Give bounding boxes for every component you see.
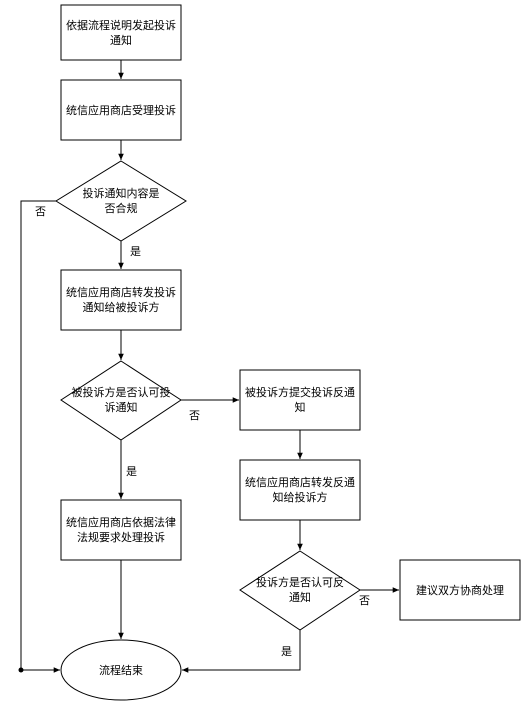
edge-label-compliant-yes: 是 (130, 245, 141, 258)
edge-label-respondent-yes: 是 (126, 465, 137, 478)
node-handle-by-law-label: 统信应用商店依据法律法规要求处理投诉 (66, 516, 176, 544)
decision-respondent-label: 被投诉方是否认可投诉通知 (71, 386, 171, 414)
box-negotiate (399, 559, 521, 621)
node-accept-label: 统信应用商店受理投诉 (66, 103, 176, 117)
node-end-label: 流程结束 (99, 663, 143, 677)
box-accept (60, 79, 182, 141)
decision-complainant-label: 投诉方是否认可反通知 (256, 576, 344, 604)
junction-dot (18, 667, 24, 673)
decision-compliant-label: 投诉通知内容是否合规 (82, 187, 160, 215)
edge-label-respondent-no: 否 (189, 409, 200, 422)
box-forward (60, 269, 182, 331)
node-counter-forward-label: 统信应用商店转发反通知给投诉方 (245, 476, 355, 504)
node-forward-label: 统信应用商店转发投诉通知给被投诉方 (66, 286, 176, 314)
edge-compliant-no (20, 200, 60, 673)
box-start (60, 4, 182, 61)
edge-complainant-yes (182, 630, 301, 673)
ellipse-end (60, 639, 182, 701)
edge-label-complainant-no: 否 (359, 594, 370, 607)
edge-label-complainant-yes: 是 (281, 645, 292, 658)
node-negotiate-label: 建议双方协商处理 (416, 583, 504, 597)
edge-label-compliant-no: 否 (35, 205, 46, 218)
node-counter-submit-label: 被投诉方提交投诉反通知 (245, 386, 355, 414)
node-start-label: 依据流程说明发起投诉通知 (66, 18, 176, 47)
